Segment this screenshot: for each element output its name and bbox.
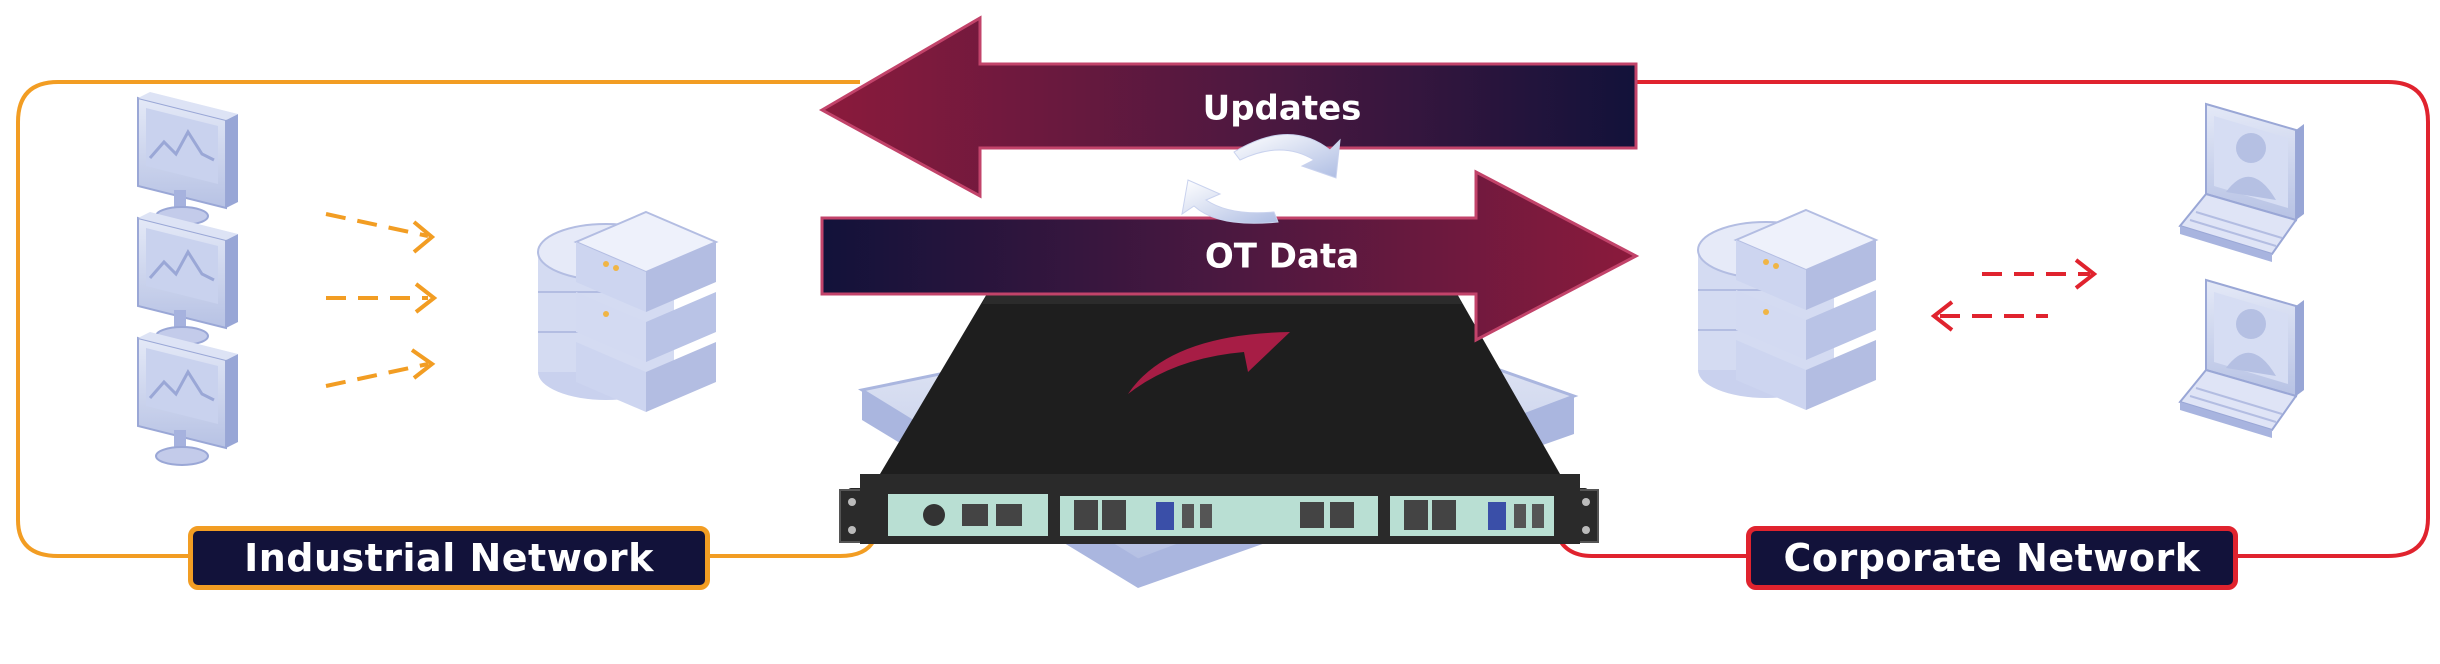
ot-data-arrow: OT Data [820,169,1640,343]
server-stack-icon [537,211,717,413]
monitor-icon [136,210,240,347]
updates-label: Updates [1203,89,1362,129]
monitor-icon [136,330,240,467]
laptop-user-icon [2179,103,2305,263]
corporate-network-label: Corporate Network [1746,526,2238,590]
dashed-arrow-icon [325,212,429,388]
laptop-user-icon [2179,279,2305,439]
data-diode-appliance [839,292,1599,544]
industrial-network-label: Industrial Network [188,526,710,590]
arrowhead-icon [410,220,438,380]
bidirectional-arrow-icon [1930,258,2098,332]
updates-arrow: Updates [818,15,1638,199]
server-stack-icon [1697,209,1877,411]
monitor-icon [136,90,240,227]
ot-data-label: OT Data [1205,237,1359,277]
logo-swoosh-icon [1128,332,1290,394]
sync-circular-arrows-icon [1181,134,1341,224]
